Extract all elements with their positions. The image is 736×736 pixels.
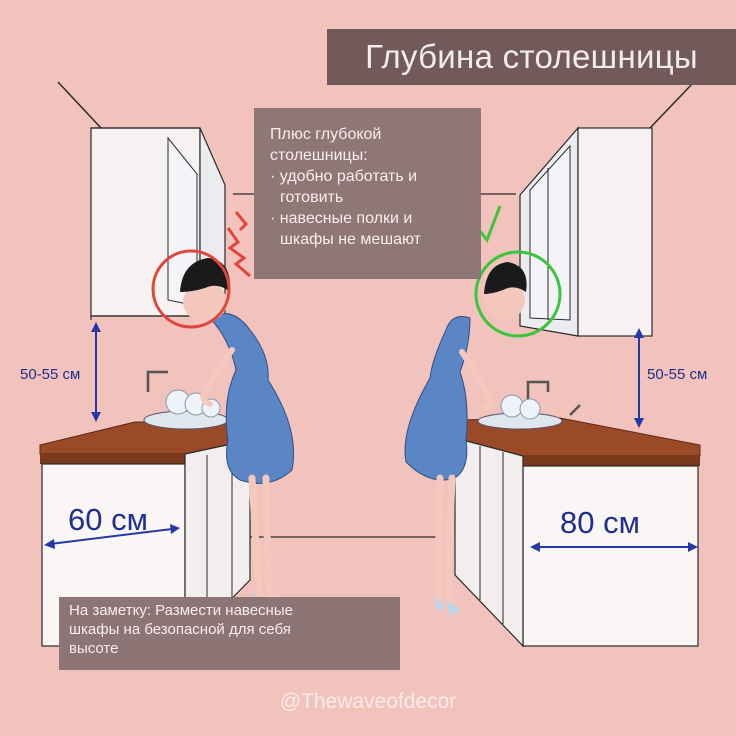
right-wall-cabinet — [519, 126, 653, 337]
left-ceiling-line — [57, 81, 102, 129]
right-woman-figure — [404, 262, 527, 616]
tip-line: · навесные полки и — [270, 210, 413, 227]
tip-line: готовить — [280, 189, 344, 206]
left-height-label: 50-55 см — [20, 366, 81, 383]
right-ceiling-line — [649, 81, 695, 129]
right-height-label: 50-55 см — [647, 366, 708, 383]
tip-line: шкафы не мешают — [280, 231, 421, 248]
page-title: Глубина столешницы — [327, 29, 736, 85]
left-depth-label: 60 см — [68, 502, 148, 537]
tip-line: · удобно работать и — [270, 168, 418, 185]
note-box: На заметку: Размести навесные шкафы на б… — [59, 597, 400, 670]
right-height-arrow — [634, 328, 644, 428]
left-height-arrow — [91, 322, 101, 422]
pain-zigzag-icon — [226, 227, 251, 278]
left-depth-arrow — [44, 524, 180, 549]
tip-box: Плюс глубокой столешницы: · удобно работ… — [254, 108, 481, 279]
right-base-cabinet — [454, 380, 701, 648]
right-depth-arrow — [530, 542, 698, 552]
good-head-circle — [474, 250, 562, 338]
note-line: На заметку: Размести навесные — [69, 602, 293, 619]
tip-line: Плюс глубокой — [270, 126, 382, 143]
credit-watermark: @Thewaveofdecor — [279, 690, 457, 713]
bad-head-circle — [151, 249, 231, 329]
tip-line: столешницы: — [270, 147, 368, 164]
note-line: высоте — [69, 640, 119, 657]
right-depth-label: 80 см — [560, 505, 640, 540]
note-line: шкафы на безопасной для себя — [69, 621, 291, 638]
